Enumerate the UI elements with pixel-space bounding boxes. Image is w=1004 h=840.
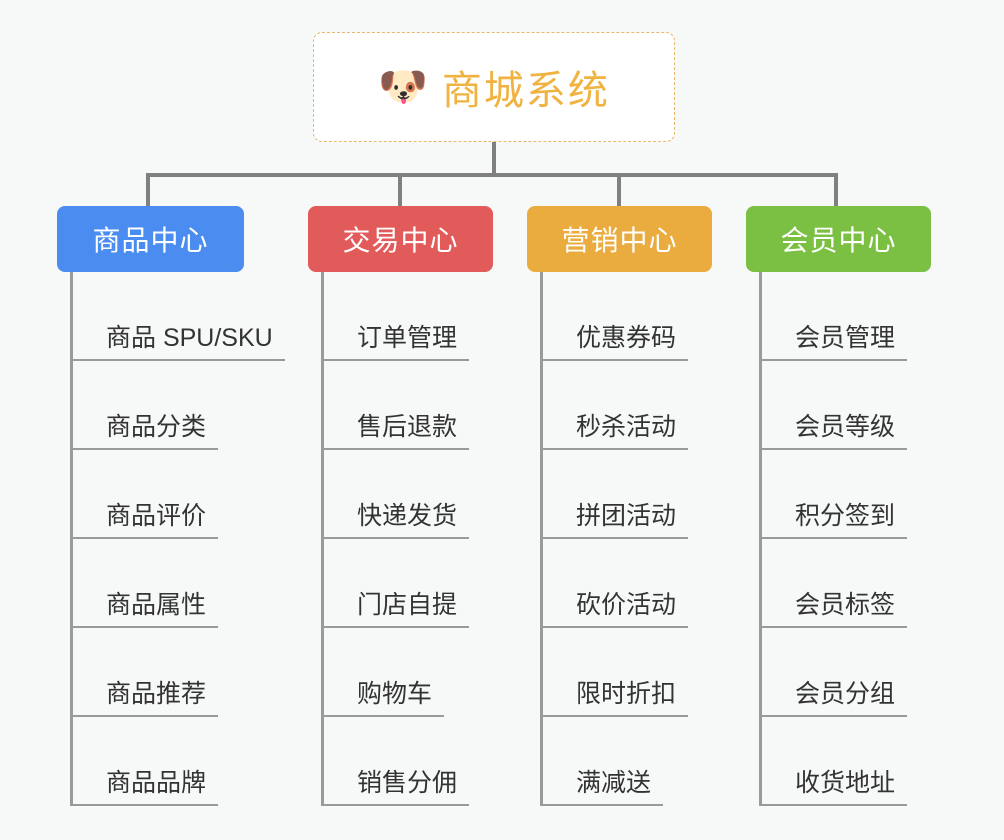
leaf-label: 会员分组: [795, 680, 896, 708]
root-title: 商城系统: [441, 69, 610, 113]
leaf-item[interactable]: 会员标签: [759, 539, 931, 628]
branch-header-label: 会员中心: [780, 225, 897, 256]
leaf-item[interactable]: 商品属性: [70, 539, 244, 628]
leaf-item[interactable]: 商品评价: [70, 450, 244, 539]
leaf-item[interactable]: 优惠券码: [540, 272, 712, 361]
leaf-item[interactable]: 商品分类: [70, 361, 244, 450]
leaf-item[interactable]: 会员分组: [759, 628, 931, 717]
leaf-underline: [762, 448, 907, 450]
leaf-underline: [73, 804, 218, 806]
leaf-label: 购物车: [357, 680, 433, 708]
branch-column-3: 营销中心优惠券码秒杀活动拼团活动砍价活动限时折扣满减送: [527, 206, 712, 806]
leaf-list: 订单管理售后退款快递发货门店自提购物车销售分佣: [308, 272, 493, 806]
leaf-item[interactable]: 满减送: [540, 717, 712, 806]
leaf-item[interactable]: 订单管理: [321, 272, 493, 361]
leaf-label: 限时折扣: [576, 680, 677, 708]
branch-header-label: 交易中心: [342, 225, 459, 256]
leaf-label: 会员管理: [795, 324, 896, 352]
connector-root-stem: [492, 142, 496, 177]
leaf-item[interactable]: 会员管理: [759, 272, 931, 361]
leaf-underline: [73, 537, 218, 539]
leaf-label: 订单管理: [357, 324, 458, 352]
leaf-underline: [543, 448, 688, 450]
leaf-item[interactable]: 商品推荐: [70, 628, 244, 717]
leaf-underline: [543, 359, 688, 361]
leaf-underline: [324, 626, 469, 628]
leaf-item[interactable]: 门店自提: [321, 539, 493, 628]
leaf-underline: [73, 715, 218, 717]
connector-horizontal-bus: [150, 173, 838, 177]
leaf-item[interactable]: 拼团活动: [540, 450, 712, 539]
leaf-underline: [543, 715, 688, 717]
leaf-item[interactable]: 商品品牌: [70, 717, 244, 806]
leaf-label: 秒杀活动: [576, 413, 677, 441]
leaf-label: 商品 SPU/SKU: [106, 324, 273, 352]
leaf-label: 商品分类: [106, 413, 207, 441]
leaf-underline: [324, 448, 469, 450]
leaf-underline: [543, 626, 688, 628]
leaf-item[interactable]: 秒杀活动: [540, 361, 712, 450]
leaf-item[interactable]: 购物车: [321, 628, 493, 717]
leaf-item[interactable]: 售后退款: [321, 361, 493, 450]
leaf-label: 满减送: [576, 769, 652, 797]
leaf-label: 会员等级: [795, 413, 896, 441]
branch-header-1[interactable]: 商品中心: [57, 206, 244, 272]
leaf-item[interactable]: 积分签到: [759, 450, 931, 539]
branch-column-4: 会员中心会员管理会员等级积分签到会员标签会员分组收货地址: [746, 206, 931, 806]
leaf-label: 销售分佣: [357, 769, 458, 797]
branch-header-4[interactable]: 会员中心: [746, 206, 931, 272]
leaf-item[interactable]: 会员等级: [759, 361, 931, 450]
branch-header-label: 营销中心: [561, 225, 678, 256]
leaf-label: 商品推荐: [106, 680, 207, 708]
leaf-underline: [324, 715, 444, 717]
branch-column-2: 交易中心订单管理售后退款快递发货门店自提购物车销售分佣: [308, 206, 493, 806]
leaf-underline: [73, 626, 218, 628]
branch-header-label: 商品中心: [92, 225, 209, 256]
leaf-label: 收货地址: [795, 769, 896, 797]
connector-drop-2: [398, 173, 402, 206]
leaf-label: 优惠券码: [576, 324, 677, 352]
connector-drop-4: [834, 173, 838, 206]
leaf-underline: [73, 359, 285, 361]
leaf-item[interactable]: 限时折扣: [540, 628, 712, 717]
leaf-list: 会员管理会员等级积分签到会员标签会员分组收货地址: [746, 272, 931, 806]
leaf-underline: [762, 359, 907, 361]
leaf-label: 会员标签: [795, 591, 896, 619]
leaf-label: 快递发货: [357, 502, 458, 530]
leaf-underline: [762, 804, 907, 806]
branch-column-1: 商品中心商品 SPU/SKU 商品分类商品评价商品属性商品推荐商品品牌: [57, 206, 285, 806]
leaf-underline: [543, 804, 663, 806]
branch-header-3[interactable]: 营销中心: [527, 206, 712, 272]
leaf-label: 售后退款: [357, 413, 458, 441]
leaf-label: 门店自提: [357, 591, 458, 619]
connector-drop-3: [617, 173, 621, 206]
leaf-item[interactable]: 商品 SPU/SKU: [70, 272, 285, 361]
leaf-underline: [324, 359, 469, 361]
leaf-underline: [762, 715, 907, 717]
leaf-item[interactable]: 销售分佣: [321, 717, 493, 806]
leaf-item[interactable]: 快递发货: [321, 450, 493, 539]
leaf-label: 砍价活动: [576, 591, 677, 619]
leaf-underline: [73, 448, 218, 450]
dog-face-icon: 🐶: [378, 65, 428, 109]
leaf-label: 商品品牌: [106, 769, 207, 797]
leaf-underline: [543, 537, 688, 539]
leaf-label: 商品属性: [106, 591, 207, 619]
leaf-list: 商品 SPU/SKU 商品分类商品评价商品属性商品推荐商品品牌: [57, 272, 285, 806]
leaf-label: 积分签到: [795, 502, 896, 530]
leaf-label: 拼团活动: [576, 502, 677, 530]
leaf-list: 优惠券码秒杀活动拼团活动砍价活动限时折扣满减送: [527, 272, 712, 806]
leaf-underline: [324, 804, 469, 806]
leaf-underline: [762, 626, 907, 628]
leaf-underline: [324, 537, 469, 539]
connector-drop-1: [146, 173, 150, 206]
branch-header-2[interactable]: 交易中心: [308, 206, 493, 272]
leaf-item[interactable]: 收货地址: [759, 717, 931, 806]
leaf-item[interactable]: 砍价活动: [540, 539, 712, 628]
root-node[interactable]: 🐶 商城系统: [313, 32, 675, 142]
leaf-underline: [762, 537, 907, 539]
leaf-label: 商品评价: [106, 502, 207, 530]
